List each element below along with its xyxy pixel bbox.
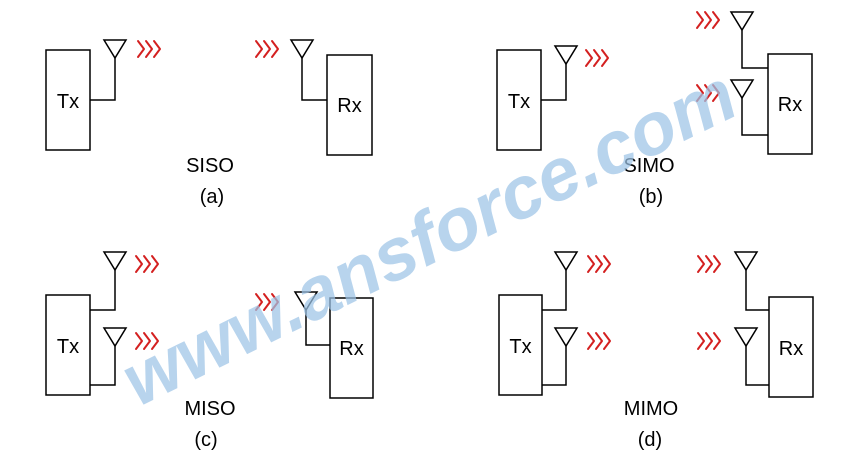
- tx-feed-line: [541, 64, 567, 101]
- rx-feed-line: [305, 310, 330, 346]
- rx-label: Rx: [778, 94, 802, 116]
- tx-feed-line: [90, 270, 116, 311]
- rx-antenna-icon: [730, 79, 754, 99]
- tx-feed-line: [542, 346, 567, 386]
- rx-feed-line: [745, 270, 769, 311]
- panel-label: (c): [194, 429, 217, 451]
- rx-block: [767, 53, 813, 155]
- tx-signal-waves-icon: [585, 49, 609, 67]
- panel-title: SISO: [186, 155, 234, 177]
- tx-feed-line: [90, 58, 116, 101]
- tx-label: Tx: [508, 91, 530, 113]
- panel-title: SIMO: [623, 155, 674, 177]
- panel-siso: Tx Rx SISO (a): [45, 39, 373, 208]
- tx-block: [45, 294, 91, 396]
- tx-antenna-icon: [103, 251, 127, 271]
- rx-antenna-icon: [734, 327, 758, 347]
- tx-feed-line: [90, 346, 116, 386]
- rx-antenna-icon: [730, 11, 754, 31]
- panel-mimo: Tx Rx MIMO (d): [498, 251, 814, 451]
- tx-label: Tx: [57, 336, 79, 358]
- tx-signal-waves-icon: [135, 255, 159, 273]
- tx-block: [498, 294, 543, 396]
- tx-label: Tx: [509, 336, 531, 358]
- panel-title: MISO: [184, 398, 235, 420]
- rx-signal-waves-icon: [255, 40, 279, 58]
- rx-label: Rx: [337, 95, 361, 117]
- panel-label: (a): [200, 186, 224, 208]
- rx-signal-waves-icon: [696, 11, 720, 29]
- rx-label: Rx: [339, 338, 363, 360]
- rx-block: [326, 54, 373, 156]
- tx-feed-line: [542, 270, 567, 311]
- watermark-text: www.ansforce.com: [109, 53, 749, 422]
- panel-miso: Tx Rx MISO (c): [45, 251, 374, 451]
- tx-antenna-icon: [103, 39, 127, 59]
- panel-label: (b): [639, 186, 663, 208]
- tx-signal-waves-icon: [587, 255, 611, 273]
- panel-title: MIMO: [624, 398, 678, 420]
- panel-simo: Tx Rx SIMO (b): [496, 11, 813, 208]
- tx-label: Tx: [57, 91, 79, 113]
- rx-feed-line: [745, 346, 769, 386]
- rx-block: [768, 296, 814, 398]
- rx-block: [329, 297, 374, 399]
- tx-signal-waves-icon: [587, 332, 611, 350]
- rx-feed-line: [741, 30, 768, 69]
- tx-antenna-icon: [554, 251, 578, 271]
- rx-antenna-icon: [734, 251, 758, 271]
- rx-signal-waves-icon: [697, 332, 721, 350]
- tx-signal-waves-icon: [137, 40, 161, 58]
- rx-antenna-icon: [290, 39, 314, 59]
- rx-signal-waves-icon: [697, 255, 721, 273]
- tx-block: [45, 49, 91, 151]
- rx-feed-line: [301, 58, 327, 101]
- rx-label: Rx: [779, 338, 803, 360]
- tx-block: [496, 49, 542, 151]
- tx-antenna-icon: [554, 327, 578, 347]
- panel-label: (d): [638, 429, 662, 451]
- tx-antenna-icon: [554, 45, 578, 65]
- rx-feed-line: [741, 98, 768, 136]
